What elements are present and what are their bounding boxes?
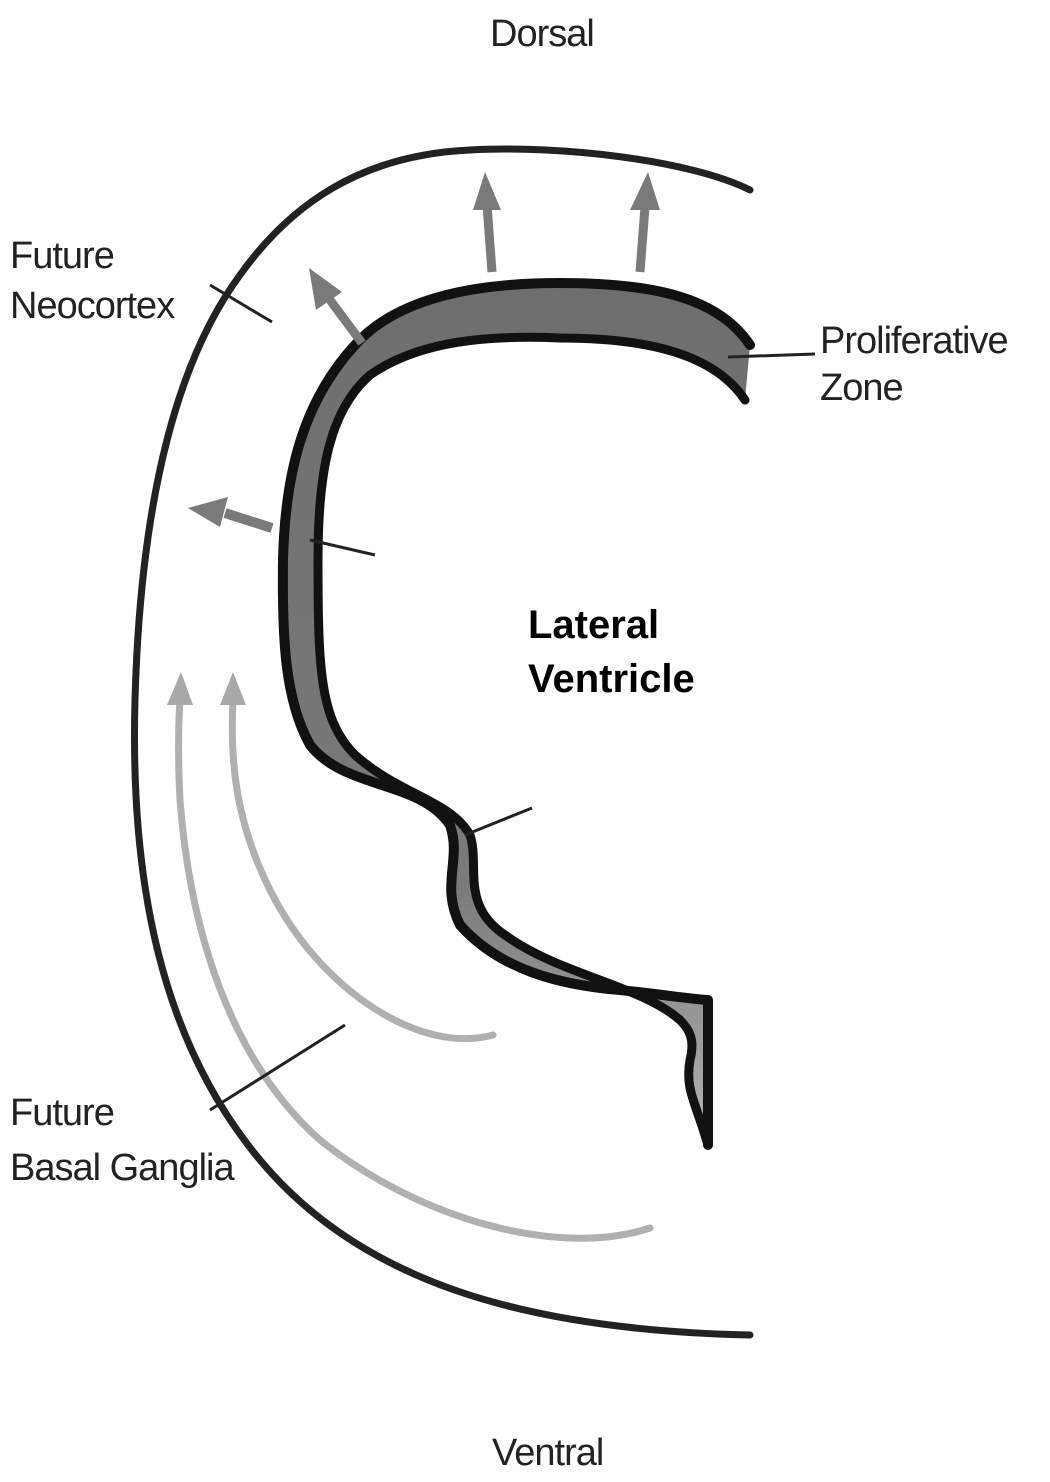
future-basal-ganglia-label-line2: Basal Ganglia xyxy=(10,1147,235,1189)
dorsal-label: Dorsal xyxy=(490,13,594,55)
tangential-migration-arrows xyxy=(167,672,650,1238)
radial-arrow-1 xyxy=(473,172,501,272)
future-basal-ganglia-label-line1: Future xyxy=(10,1092,114,1134)
proliferative-zone-inner-edge xyxy=(318,337,745,1145)
radial-arrow-4 xyxy=(188,497,272,528)
zone-marker-lower xyxy=(465,808,532,835)
tangential-arrow-inner-head xyxy=(220,672,246,705)
proliferative-zone-label-line1: Proliferative xyxy=(820,320,1008,362)
proliferative-zone-label-line2: Zone xyxy=(820,367,903,409)
future-neocortex-label-line1: Future xyxy=(10,235,114,277)
future-neocortex-label-line2: Neocortex xyxy=(10,285,175,327)
radial-arrow-3 xyxy=(309,268,362,343)
lateral-ventricle-label-line1: Lateral xyxy=(528,603,659,647)
ventral-label: Ventral xyxy=(492,1432,603,1474)
tangential-arrow-outer-head xyxy=(167,672,193,705)
radial-arrow-2 xyxy=(630,172,660,272)
lateral-ventricle-label-line2: Ventricle xyxy=(528,657,695,701)
